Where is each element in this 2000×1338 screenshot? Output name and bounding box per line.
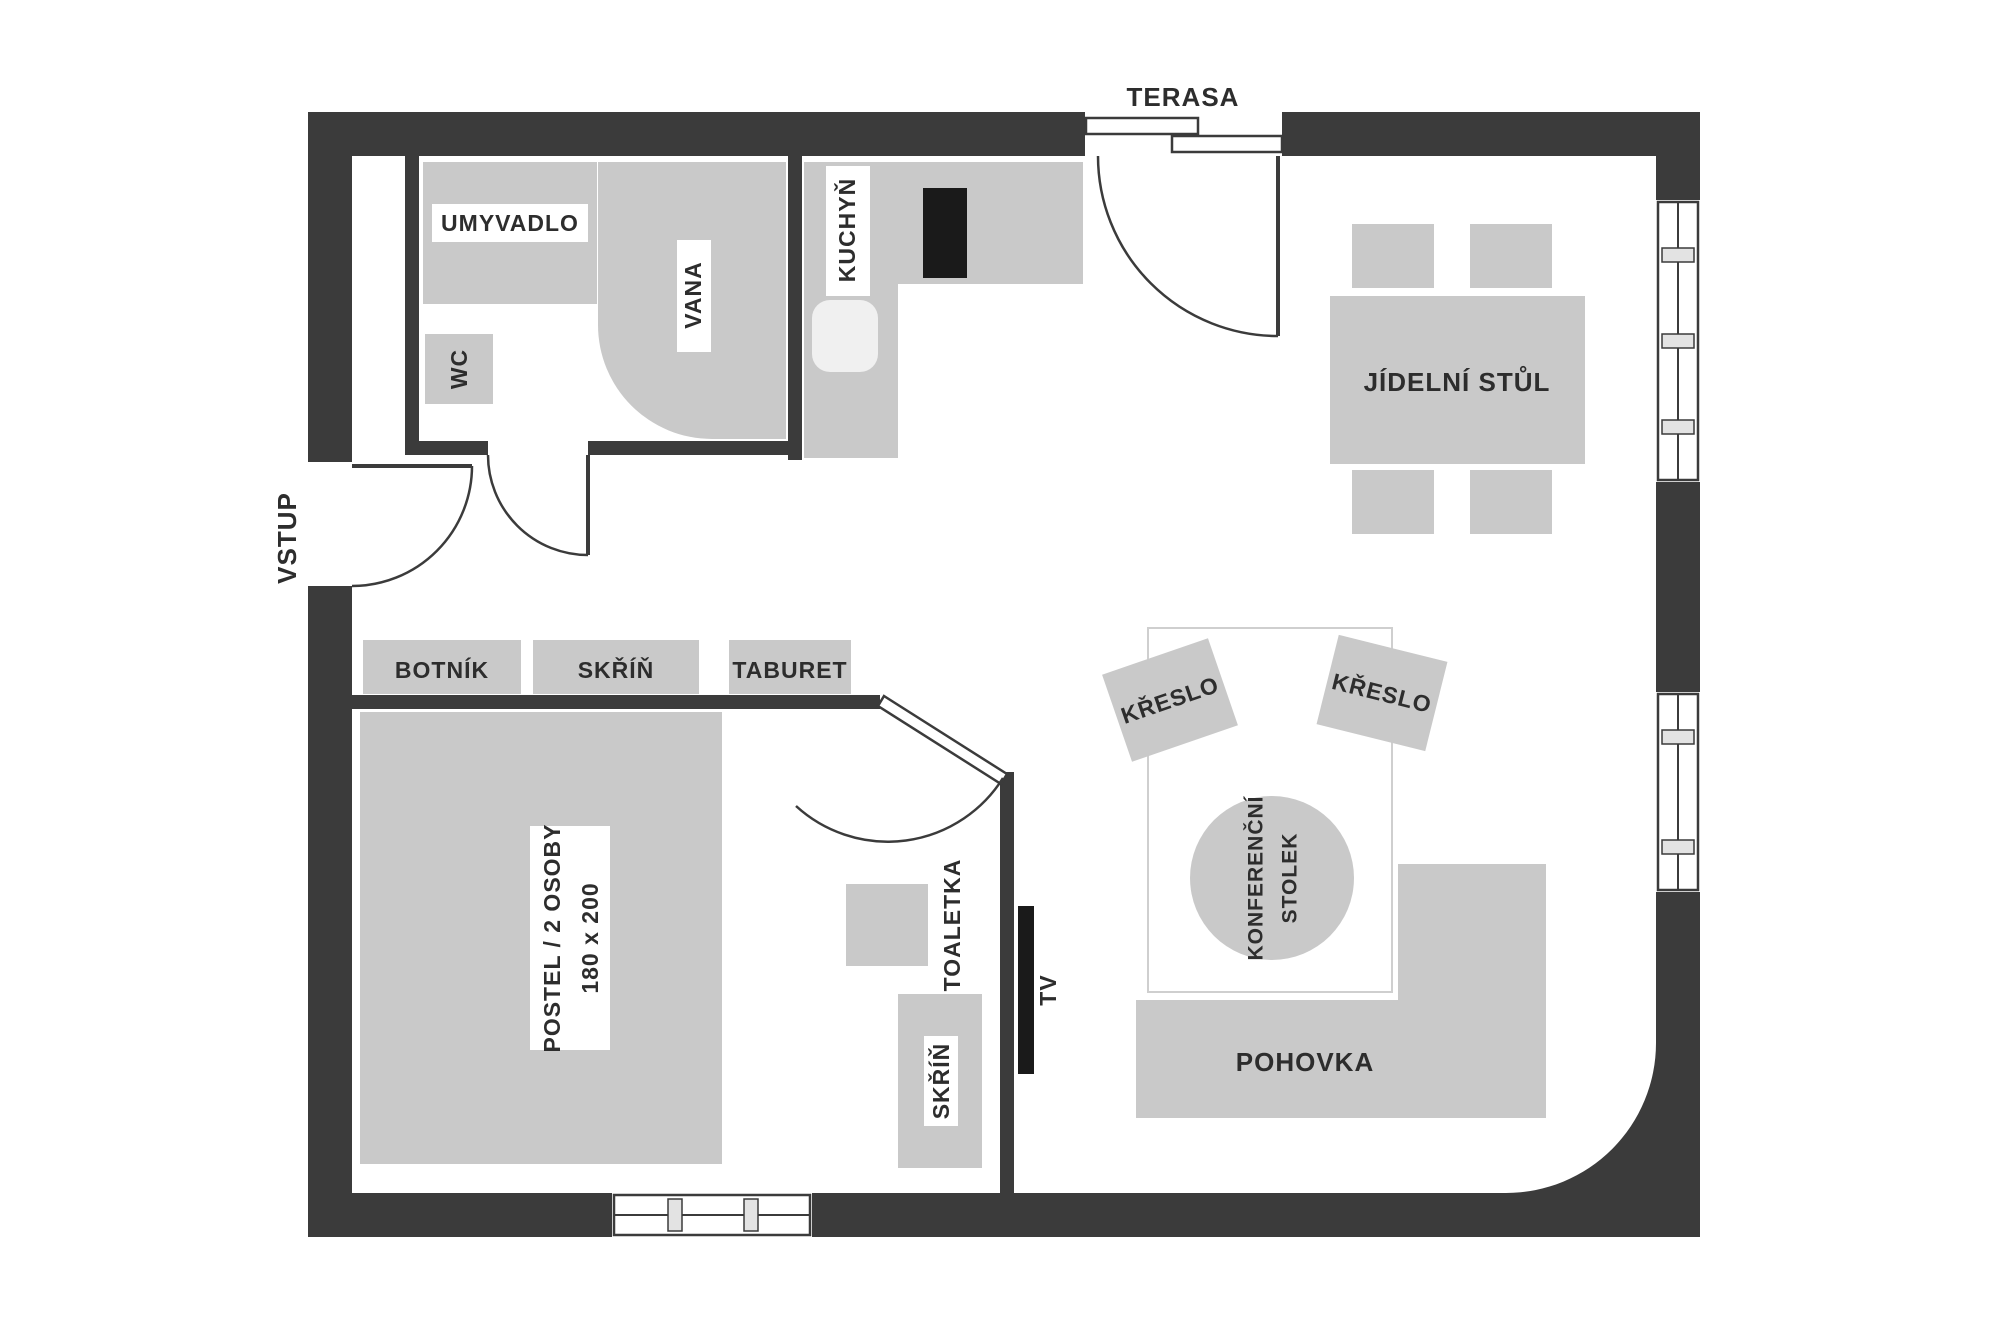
- dressing-table-label: TOALETKA: [939, 859, 965, 992]
- window-mullion: [1661, 419, 1695, 435]
- label-plate: [677, 240, 711, 352]
- bathroom-bottom-wall: [588, 441, 802, 455]
- armchair-left: [1102, 638, 1238, 762]
- armchair-right-seat: [1316, 634, 1448, 752]
- armchair-right: [1316, 634, 1448, 752]
- dining-table: [1330, 296, 1585, 464]
- bed-label-line1: POSTEL / 2 OSOBY: [539, 823, 565, 1052]
- hall-wardrobe-label: SKŘÍŇ: [578, 656, 655, 683]
- terrace-door-swing-arc: [1096, 155, 1279, 338]
- kitchen-label: KUCHYŇ: [833, 178, 860, 282]
- stool-label: TABURET: [732, 657, 847, 683]
- label-plate: [924, 1036, 958, 1126]
- coffee-table-label-line2: STOLEK: [1279, 833, 1302, 924]
- hall-wardrobe: [533, 640, 699, 694]
- entrance-door-swing-arc: [351, 465, 474, 588]
- stove: [923, 188, 967, 278]
- shoe-rack: [363, 640, 521, 694]
- dining-chair: [1470, 224, 1552, 288]
- armchair-left-seat: [1102, 638, 1238, 762]
- coffee-table-label-line1: KONFERENČNÍ: [1244, 795, 1268, 960]
- bathroom-door-swing-arc: [486, 454, 589, 557]
- terrace-door-panel: [1170, 134, 1284, 154]
- dining-chair: [1352, 470, 1434, 534]
- label-plate: [826, 166, 870, 296]
- bathroom-bottom-wall: [405, 441, 488, 455]
- dining-chair: [1352, 224, 1434, 288]
- bedroom-wardrobe-label: SKŘÍŇ: [927, 1043, 954, 1120]
- window-mullion: [667, 1198, 683, 1232]
- bedroom-door-swing-arc: [795, 777, 1005, 843]
- label-plate: [530, 826, 610, 1050]
- shoe-rack-label: BOTNÍK: [395, 656, 489, 683]
- kitchen-sink: [812, 300, 878, 372]
- bedroom-top-wall: [352, 695, 880, 709]
- stool: [729, 640, 851, 694]
- tv-screen: [1018, 906, 1034, 1074]
- entrance-label: VSTUP: [272, 492, 302, 584]
- sofa-main: [1136, 1000, 1546, 1118]
- sink-label: UMYVADLO: [441, 210, 579, 236]
- dining-table-label: JÍDELNÍ STŮL: [1364, 365, 1551, 397]
- living-room-rug: [1147, 627, 1393, 993]
- window-mullion: [1661, 333, 1695, 349]
- dressing-table: [846, 884, 928, 966]
- dining-chair: [1470, 470, 1552, 534]
- tv-label: TV: [1035, 974, 1061, 1005]
- label-plate: [432, 204, 588, 242]
- entrance-opening: [302, 462, 358, 586]
- wc-toilet: [425, 334, 493, 404]
- bathtub-label: VANA: [680, 261, 706, 328]
- terrace-door-panel: [1084, 116, 1200, 136]
- wc-label: WC: [446, 349, 472, 389]
- bathroom-kitchen-wall: [788, 156, 802, 460]
- bedroom-right-wall: [1000, 772, 1014, 1193]
- window-mullion: [1661, 839, 1695, 855]
- bedroom-door-leaf: [876, 694, 1009, 786]
- window-mullion: [743, 1198, 759, 1232]
- terrace-label: TERASA: [1127, 82, 1240, 112]
- window-mullion: [1661, 729, 1695, 745]
- bathroom-left-wall: [405, 156, 419, 455]
- sofa-label: POHOVKA: [1236, 1047, 1374, 1077]
- bed-label-line2: 180 x 200: [577, 882, 603, 993]
- sofa-chaise: [1398, 864, 1546, 1000]
- window-mullion: [1661, 247, 1695, 263]
- coffee-table: [1190, 796, 1354, 960]
